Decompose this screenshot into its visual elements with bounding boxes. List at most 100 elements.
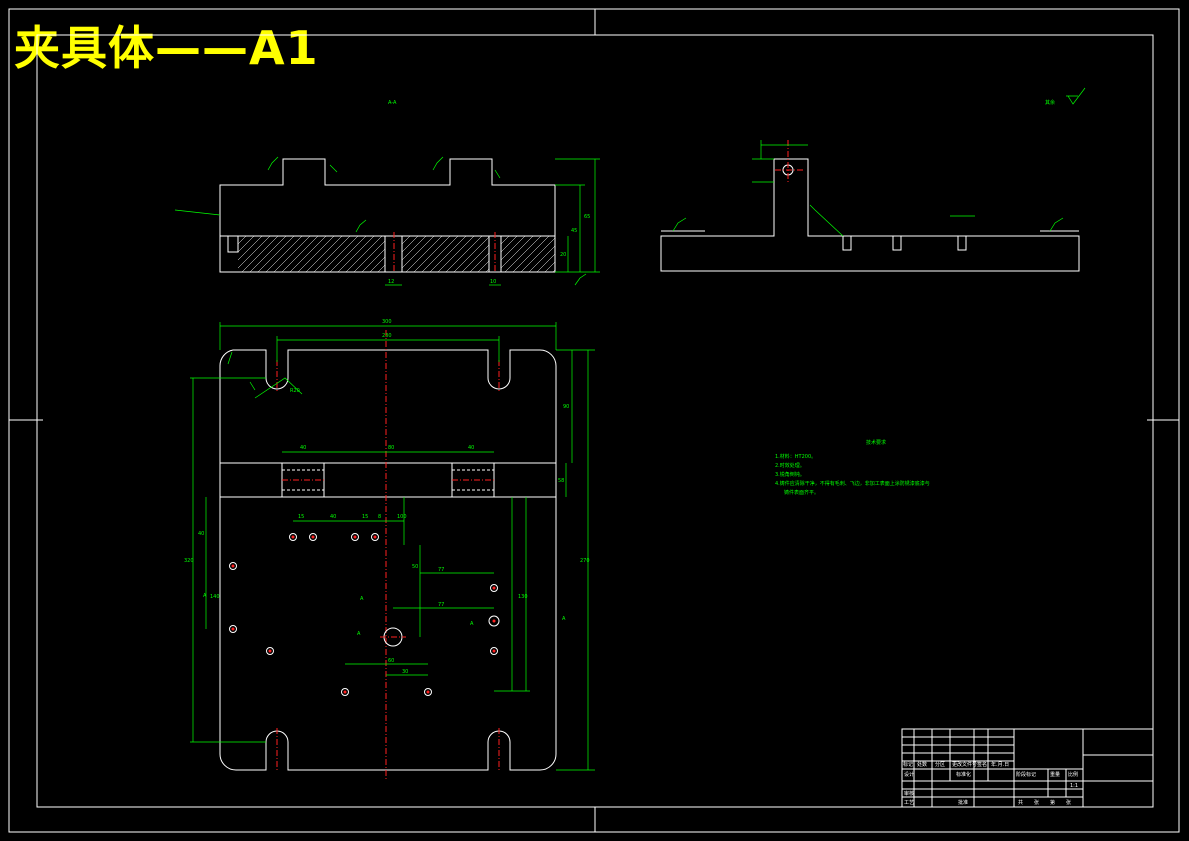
tb-count: 处数 [917,761,927,768]
hatch-line [377,264,386,273]
dim-hole-row-4: 100 [397,514,407,520]
tb-standard: 标准化 [956,771,971,778]
dim-30: 30 [402,669,408,675]
tb-sheet-b: 张 [1066,799,1071,806]
tb-process: 工艺 [904,800,914,806]
hatch-line [437,235,475,273]
hatch-line [273,235,311,273]
dim-slot-mid: 80 [388,445,394,451]
dim-section-w1: 12 [388,279,394,285]
hatch-line [520,237,556,273]
dim-hole-row-2: 15 [362,514,368,520]
hatch-line [369,256,386,273]
dim-section-h3: 20 [560,252,566,258]
hatch-line [401,235,435,269]
hatch-line [345,235,383,273]
dim-50: 50 [412,564,418,570]
bolt-hole [371,533,379,541]
hatch-line [500,235,510,245]
tb-scale: 1:1 [1070,783,1078,789]
hatch-line [337,235,375,273]
cut-mark-center: A [357,631,361,637]
bolt-hole [229,625,237,633]
hatch-line [512,235,550,273]
dim-140: 140 [210,594,220,600]
tb-signature: 签名 [977,761,987,768]
dim-section-h2: 45 [571,228,577,234]
bolt-hole [351,533,359,541]
tech-req-item-1: 1.材料：HT200。 [775,453,816,460]
hatch-line [321,235,359,273]
plan-view [219,330,557,780]
tb-date: 年.月.日 [991,761,1009,768]
section-view: 65 45 20 12 10 [174,156,600,286]
hatch-line [500,235,526,261]
hole-center [311,535,315,539]
hatch-line [329,235,367,273]
hole-center [492,586,496,590]
hatch-line [500,235,534,269]
hatch-line [413,235,451,273]
bolt-hole [341,688,349,696]
tb-mark: 标记 [903,761,913,768]
bolt-hole [488,615,500,627]
hatch-line [401,235,419,253]
hatch-line [265,235,303,273]
hole-center [492,649,496,653]
hatch-line [401,235,427,261]
tb-zone: 分区 [935,761,945,768]
hatch-line [445,235,483,273]
tb-approve: 批准 [958,799,968,806]
technical-requirements: 技术要求 1.材料：HT200。 2.时效处理。 3.锐角倒钝。 4.铸件应清除… [775,439,930,496]
dim-left-40: 40 [198,531,204,537]
hole-center [426,690,430,694]
dim-plan-v1: 90 [563,404,569,410]
hole-center [492,619,496,623]
dim-130: 130 [518,594,528,600]
section-hatch [237,235,556,273]
dim-slot-w1: 40 [300,445,306,451]
dim-slot-span: 230 [382,333,392,339]
dim-overall-width: 300 [382,319,392,325]
hole-center [343,690,347,694]
hatch-line [313,235,351,273]
hatch-line [361,248,386,273]
dim-hole-row-1: 40 [330,514,336,520]
tb-stage: 阶段标记 [1016,771,1036,778]
tb-weight: 重量 [1050,771,1060,778]
page-title: 夹具体——A1 [14,21,319,75]
cut-mark-right: A [562,616,566,622]
hole-center [268,649,272,653]
hatch-line [289,235,327,273]
hatch-line [281,235,319,273]
hole-center [373,535,377,539]
hatch-line [477,260,490,273]
hatch-line [469,252,490,273]
dim-slot-w2: 40 [468,445,474,451]
hatch-line [405,235,443,273]
hatch-line [305,235,343,273]
hatch-line [401,235,411,245]
section-label: A-A [388,100,397,106]
hatch-line [544,261,556,273]
hatch-line [453,236,490,273]
cut-mark-top: A [360,596,364,602]
tech-req-item-5: 铸件表面齐平。 [784,489,819,496]
tb-change-doc: 更改文件号 [952,761,977,768]
hatch-line [504,235,542,273]
hatch-line [421,235,459,273]
hole-center [231,564,235,568]
cut-mark-mid: A [470,621,474,627]
hatch-line [237,235,263,261]
dim-77a: 77 [438,567,444,573]
plan-dimensions: 300 230 270 90 58 40 80 40 320 40 [184,319,595,771]
dim-left-320: 320 [184,558,194,564]
hatch-line [237,235,271,269]
hole-center [353,535,357,539]
hatch-line [257,235,295,273]
dim-section-h1: 65 [584,214,590,220]
hatch-line [297,235,335,273]
dim-hole-row-3: 8 [378,514,381,520]
hatch-line [528,245,556,273]
